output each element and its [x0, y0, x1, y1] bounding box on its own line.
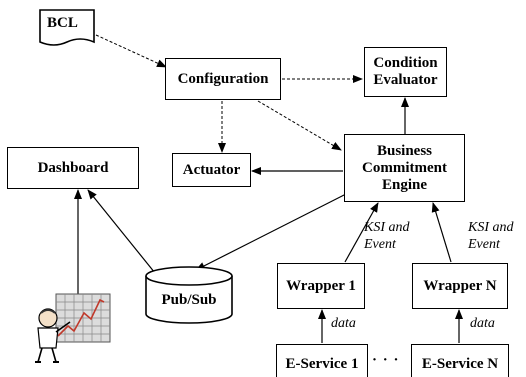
wrapper-n-node: Wrapper N: [412, 263, 508, 309]
data-label-2: data: [470, 316, 495, 331]
bcl-node: BCL: [47, 15, 78, 31]
edge-configuration-bce: [257, 100, 342, 151]
pubsub-node: Pub/Sub: [161, 292, 217, 308]
ksi-event-label-1: KSI and Event: [364, 220, 410, 252]
edge-wrapperN-bce: [431, 202, 452, 263]
condition-evaluator-node: Condition Evaluator: [364, 47, 447, 97]
dashboard-node: Dashboard: [7, 147, 139, 189]
edge-pubsub-dashboard: [87, 189, 156, 274]
ellipsis: · · ·: [372, 352, 400, 368]
edge-bcl-configuration: [95, 34, 167, 68]
user-chart-illustration: [35, 293, 111, 363]
e-service-n-node: E-Service N: [411, 344, 509, 377]
data-label-1: data: [331, 316, 356, 331]
bcl-document-shape: [39, 9, 95, 46]
ksi-event-label-2: KSI and Event: [468, 220, 514, 252]
configuration-node: Configuration: [165, 58, 281, 100]
business-commitment-engine-node: Business Commitment Engine: [344, 134, 465, 202]
pubsub-cylinder: [145, 266, 233, 324]
actuator-node: Actuator: [172, 153, 251, 187]
edge-wrapper1-bce: [344, 202, 379, 263]
wrapper-1-node: Wrapper 1: [277, 263, 365, 309]
edge-bce-pubsub: [195, 192, 349, 271]
e-service-1-node: E-Service 1: [276, 344, 368, 377]
